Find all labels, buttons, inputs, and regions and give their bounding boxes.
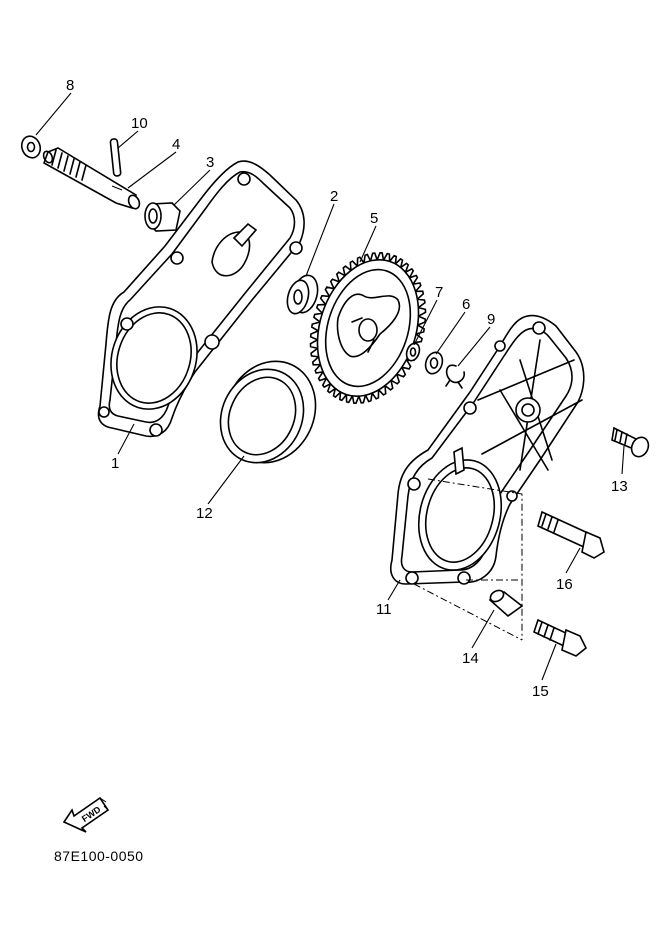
- leader-lines: [35, 92, 625, 681]
- part-4-worm-shaft: [42, 147, 141, 210]
- part-11-outer-cover: [390, 314, 585, 585]
- assembly-centerlines: [413, 478, 523, 641]
- part-6-washer: [424, 351, 444, 375]
- part-16-long-bolt: [537, 510, 605, 559]
- part-1-inner-case: [97, 160, 305, 438]
- callout-labels: 8 10 4 3 2 5 7 6 9 1 12 13 16 11 14 15: [66, 77, 628, 700]
- callout-11: 11: [376, 601, 392, 618]
- part-3-bushing: [144, 202, 181, 232]
- part-15-bolt: [533, 618, 588, 657]
- callout-10: 10: [131, 115, 148, 132]
- callout-4: 4: [172, 136, 180, 153]
- part-2-thrust-washer: [286, 274, 319, 315]
- part-13-bolt: [611, 426, 650, 458]
- drawing-code: 87E100-0050: [54, 848, 144, 864]
- part-8-washer: [20, 135, 42, 159]
- callout-13: 13: [611, 478, 628, 495]
- forward-arrow-icon: FWD: [62, 796, 110, 833]
- part-12-seal-ring: [219, 360, 317, 464]
- callout-1: 1: [111, 455, 119, 472]
- callout-2: 2: [330, 188, 338, 205]
- callout-6: 6: [462, 296, 470, 313]
- callout-9: 9: [487, 311, 495, 328]
- callout-8: 8: [66, 77, 74, 94]
- callout-15: 15: [532, 683, 549, 700]
- part-9-circlip: [445, 364, 466, 389]
- part-10-pin: [109, 138, 122, 177]
- callout-16: 16: [556, 576, 573, 593]
- callout-5: 5: [370, 210, 378, 227]
- callout-7: 7: [435, 284, 443, 301]
- part-5-gear: [309, 251, 427, 405]
- callout-3: 3: [206, 154, 214, 171]
- part-7-washer: [405, 342, 421, 362]
- callout-14: 14: [462, 650, 479, 667]
- part-14-dowel: [488, 589, 524, 618]
- callout-12: 12: [196, 505, 213, 522]
